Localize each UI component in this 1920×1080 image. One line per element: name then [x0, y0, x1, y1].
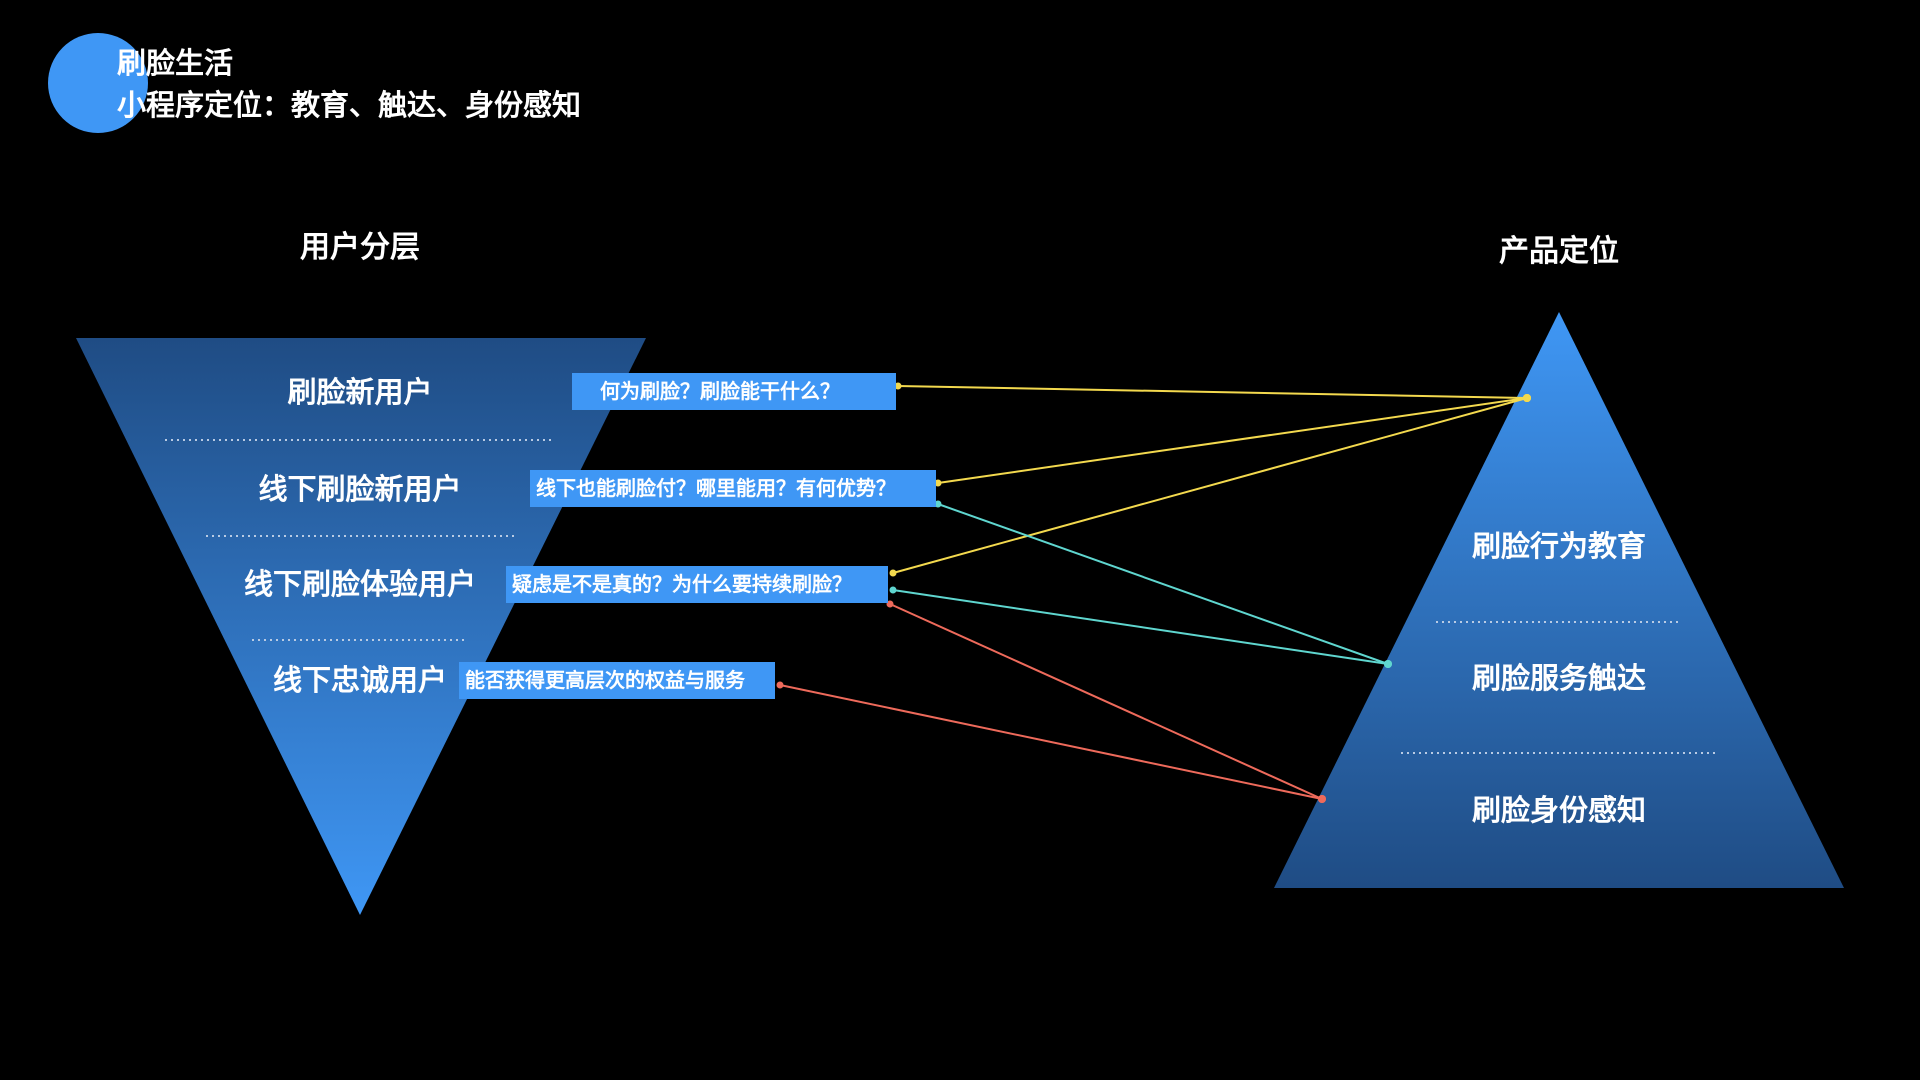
pyramid-level-label-1: 刷脸行为教育	[1471, 529, 1647, 563]
page-title: 刷脸生活	[117, 46, 234, 80]
user-layer-label-2: 线下刷脸新用户	[258, 472, 462, 506]
page-subtitle: 小程序定位：教育、触达、身份感知	[117, 88, 582, 122]
connector-line	[779, 684, 1323, 800]
pyramid-level-label-2: 刷脸服务触达	[1471, 661, 1647, 695]
product-positioning-pyramid	[1274, 312, 1844, 888]
connector-endpoint	[889, 569, 897, 577]
connector-line	[897, 385, 1528, 399]
user-layers-heading: 用户分层	[300, 230, 420, 265]
connector-endpoint	[1523, 394, 1531, 402]
connector-endpoint	[889, 586, 897, 594]
connector-endpoint	[934, 500, 942, 508]
connector-line	[892, 397, 1528, 574]
question-box-1: 何为刷脸？刷脸能干什么？	[572, 373, 896, 410]
user-layer-funnel	[76, 338, 646, 915]
connector-endpoint	[776, 681, 784, 689]
user-layer-label-1: 刷脸新用户	[287, 375, 433, 409]
connector-endpoint	[894, 382, 902, 390]
user-layer-label-4: 线下忠诚用户	[272, 663, 448, 697]
product-positioning-heading: 产品定位	[1499, 234, 1619, 269]
pyramid-level-label-3: 刷脸身份感知	[1471, 793, 1647, 827]
question-box-2: 线下也能刷脸付？哪里能用？有何优势？	[530, 470, 936, 507]
connector-line	[889, 603, 1323, 800]
question-box-3: 疑虑是不是真的？为什么要持续刷脸？	[506, 566, 888, 603]
accent-circle	[48, 33, 148, 133]
connector-endpoint	[934, 479, 942, 487]
user-layer-label-3: 线下刷脸体验用户	[243, 567, 477, 601]
connector-line	[937, 397, 1528, 484]
connector-endpoint	[1384, 660, 1392, 668]
question-box-4: 能否获得更高层次的权益与服务	[459, 662, 775, 699]
connector-line	[892, 589, 1389, 665]
connector-endpoint	[886, 600, 894, 608]
connector-line	[937, 503, 1389, 665]
connector-endpoint	[1318, 795, 1326, 803]
